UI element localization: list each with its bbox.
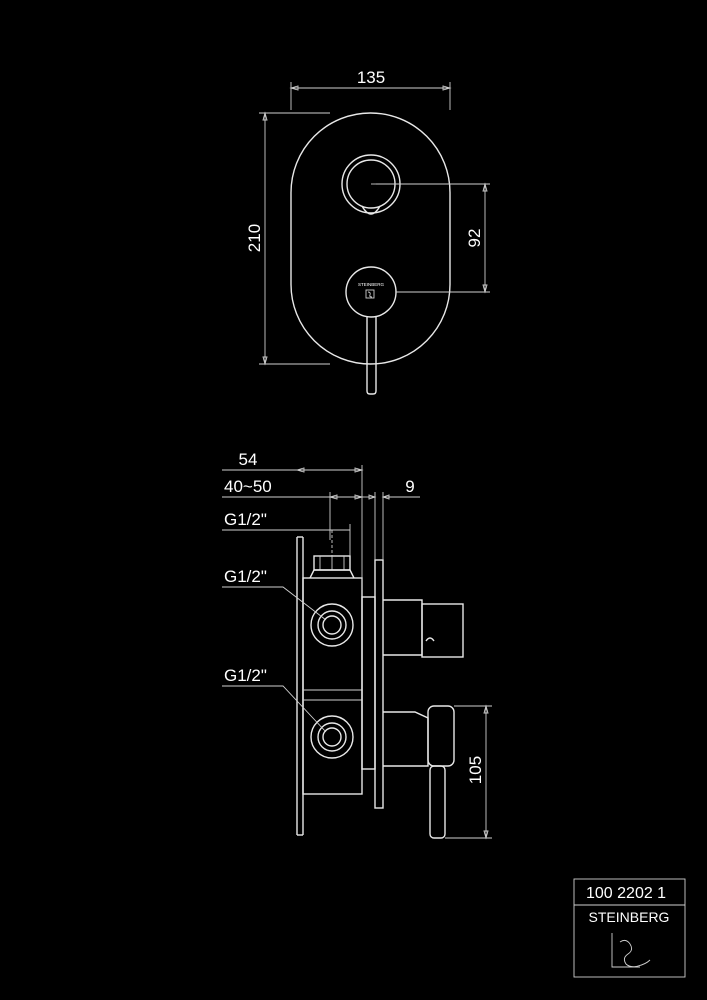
cover-plate-side [374, 559, 384, 809]
diverter-handle-cap [421, 603, 464, 658]
top-outlet-neck [309, 569, 355, 579]
spacing-dimension-label: 92 [465, 229, 484, 248]
inlet-two-mid [317, 722, 347, 752]
knob-logo-icon [365, 289, 375, 299]
thread-mid-label: G1/2" [224, 567, 267, 586]
diverter-handle-side [383, 599, 423, 656]
inlet-two-outer [310, 715, 354, 759]
mounting-flange [361, 596, 376, 770]
height-dimension-label: 210 [245, 224, 264, 252]
title-block: 100 2202 1 STEINBERG [573, 878, 686, 978]
brand-name: STEINBERG [589, 909, 670, 925]
lever-collar-side [383, 711, 429, 767]
knob-logo-glyph [367, 291, 373, 298]
front-view: STEINBERG 135 210 92 [245, 68, 490, 395]
thread-top-label: G1/2" [224, 510, 267, 529]
width-dimension-label: 135 [357, 68, 385, 87]
cover-plate [290, 112, 451, 365]
lever-shaft-side [429, 765, 446, 839]
lever-dimension-label: 105 [466, 756, 485, 784]
depth-dimension-label: 54 [239, 450, 258, 469]
mixer-knob [345, 266, 397, 318]
inlet-one-outer [310, 603, 354, 647]
lever-handle-side [427, 705, 455, 767]
inlet-one-mid [317, 610, 347, 640]
inlet-two-inner [322, 727, 342, 747]
product-code: 100 2202 1 [586, 885, 666, 902]
knob-logo-text: STEINBERG [358, 282, 385, 287]
brand-logo-icon [611, 933, 640, 968]
thread-bottom-label: G1/2" [224, 666, 267, 685]
diverter-knob-tab [361, 205, 381, 215]
wall-range-dimension-label: 40~50 [224, 477, 272, 496]
side-view: 54 40~50 9 G1/2" G1/2" G1/2" 105 [222, 450, 492, 840]
inlet-one-inner [322, 615, 342, 635]
plate-dimension-label: 9 [405, 477, 414, 496]
mixer-lever [366, 317, 377, 395]
